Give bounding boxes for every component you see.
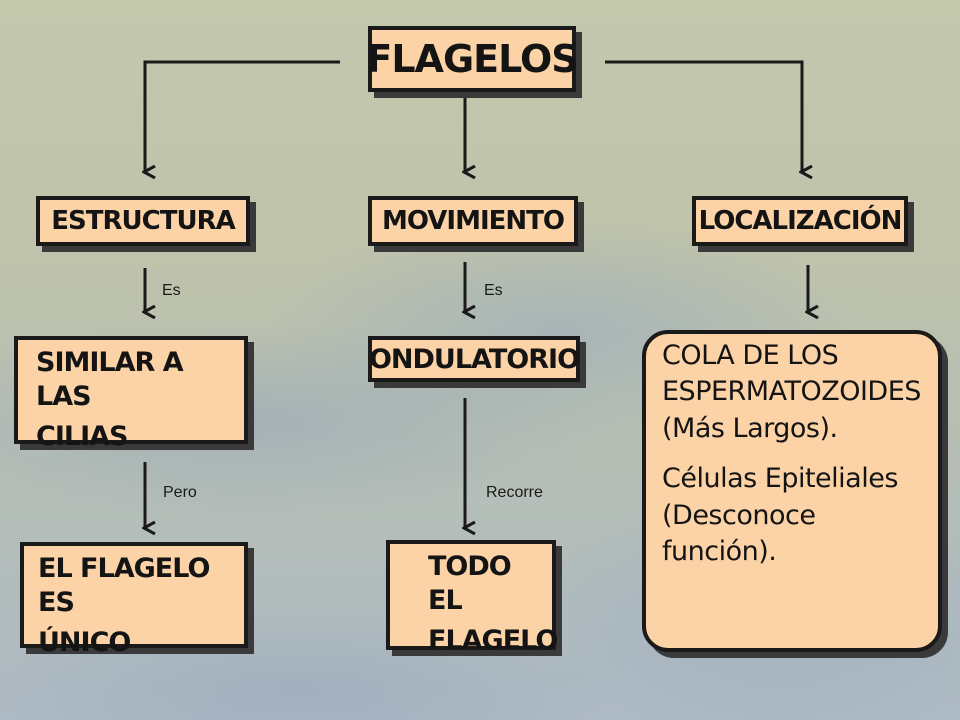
category-movimiento: MOVIMIENTO <box>368 196 578 246</box>
root-node: FLAGELOS <box>366 26 579 92</box>
node-todo-flagelo: TODO EL FLAGELO <box>386 540 558 656</box>
node-localizacion-detail: COLA DE LOS ESPERMATOZOIDES (Más Largos)… <box>642 330 942 652</box>
detail-line-mas-largos: (Más Largos). <box>662 412 838 444</box>
category-estructura-label: ESTRUCTURA <box>51 206 235 236</box>
node-ondulatorio-label: ONDULATORIO <box>368 343 580 375</box>
node-similar-line1: SIMILAR A LAS <box>36 347 184 412</box>
node-flagelo-unico: EL FLAGELO ES ÚNICO <box>20 542 248 658</box>
category-estructura: ESTRUCTURA <box>36 196 250 246</box>
connector-label-es-left: Es <box>162 282 181 299</box>
detail-line-celulas: Células Epiteliales <box>662 463 898 495</box>
root-label: FLAGELOS <box>366 37 578 81</box>
node-unico-line2: ÚNICO <box>38 626 131 658</box>
node-similar-line2: CILIAS <box>36 420 128 452</box>
node-todo-line2: FLAGELO <box>428 624 558 656</box>
detail-line-funcion: función). <box>662 536 777 568</box>
node-ondulatorio: ONDULATORIO <box>368 336 580 382</box>
node-similar-cilias: SIMILAR A LAS CILIAS <box>14 336 248 452</box>
detail-line-desconoce: (Desconoce <box>662 499 816 531</box>
connector-label-recorre: Recorre <box>486 484 543 501</box>
connector-label-es-middle: Es <box>484 282 503 299</box>
category-movimiento-label: MOVIMIENTO <box>382 206 565 236</box>
detail-line-espermatozoides: ESPERMATOZOIDES <box>662 376 921 408</box>
connector-label-pero: Pero <box>163 484 197 501</box>
connector-root-estructura <box>145 60 340 172</box>
node-todo-line1: TODO EL <box>428 551 512 616</box>
detail-line-cola: COLA DE LOS <box>662 340 839 371</box>
category-localizacion: LOCALIZACIÓN <box>692 196 908 246</box>
connector-root-localizacion <box>605 60 802 172</box>
node-unico-line1: EL FLAGELO ES <box>38 553 210 618</box>
category-localizacion-label: LOCALIZACIÓN <box>698 206 903 236</box>
